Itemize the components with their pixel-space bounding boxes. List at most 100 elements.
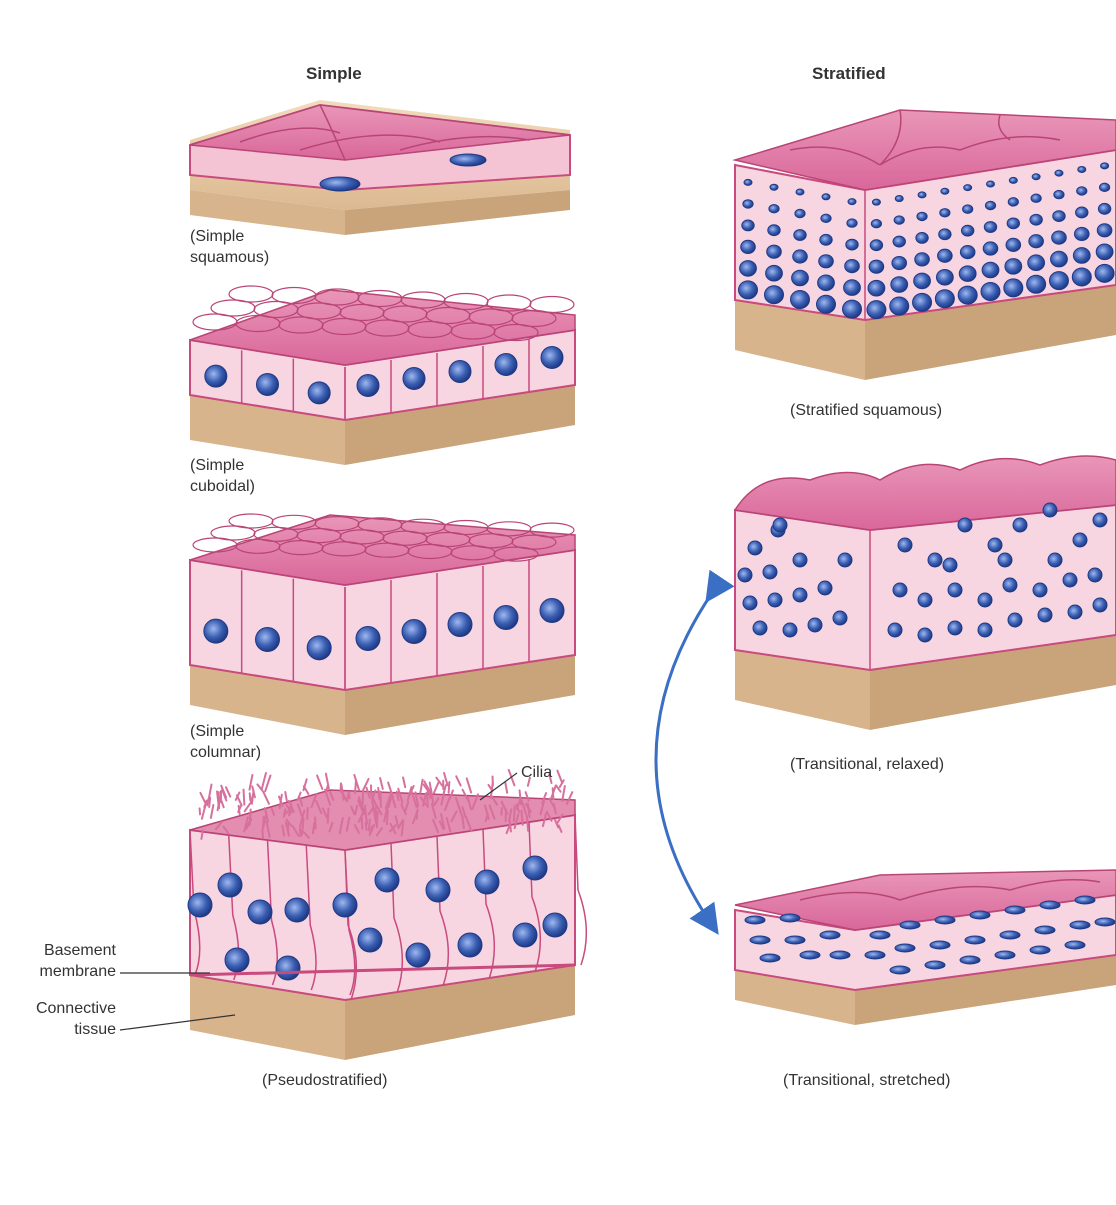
nucleus <box>995 951 1015 959</box>
nucleus <box>935 916 955 924</box>
nucleus <box>356 627 380 651</box>
nucleus <box>1055 170 1063 176</box>
nucleus <box>796 189 804 195</box>
nucleus <box>743 200 753 208</box>
nucleus <box>868 280 885 296</box>
nucleus <box>1095 918 1115 926</box>
cilium <box>250 810 251 826</box>
nucleus <box>218 873 242 897</box>
basement-membrane-label: Basement membrane <box>10 940 116 982</box>
nucleus <box>965 936 985 944</box>
cilium <box>317 776 322 789</box>
nucleus <box>333 893 357 917</box>
nucleus <box>982 262 999 278</box>
nucleus <box>791 291 810 309</box>
nucleus <box>753 621 767 635</box>
nucleus <box>1032 174 1040 180</box>
nucleus <box>256 628 280 652</box>
caption-transitional-stretched: (Transitional, stretched) <box>783 1070 950 1091</box>
nucleus <box>978 623 992 637</box>
simple-header: Simple <box>306 64 362 84</box>
nucleus <box>846 239 858 250</box>
cilium <box>362 818 363 828</box>
nucleus <box>818 581 832 595</box>
nucleus <box>891 277 908 293</box>
nucleus <box>426 878 450 902</box>
cilium <box>449 782 450 793</box>
nucleus <box>773 518 787 532</box>
nucleus <box>743 596 757 610</box>
cilium <box>378 788 379 799</box>
nucleus <box>820 931 840 939</box>
cilium <box>527 815 528 830</box>
cell-apex <box>530 297 574 313</box>
transition-arrow <box>656 593 712 925</box>
connective-tissue-label: Connective tissue <box>10 998 116 1040</box>
cilium <box>211 805 213 818</box>
nucleus <box>843 300 862 318</box>
nucleus <box>188 893 212 917</box>
nucleus <box>958 518 972 532</box>
nucleus <box>402 620 426 644</box>
caption-simple-cuboidal: (Simple cuboidal) <box>190 455 255 497</box>
cilium <box>380 778 383 789</box>
nucleus <box>1031 194 1041 202</box>
caption-simple-columnar: (Simple columnar) <box>190 721 261 763</box>
cilium <box>347 795 348 801</box>
nucleus <box>523 856 547 880</box>
cilium <box>262 773 266 789</box>
nucleus <box>769 205 779 213</box>
nucleus <box>894 216 904 224</box>
nucleus <box>817 295 836 313</box>
cilium <box>369 820 370 831</box>
nucleus <box>819 255 834 268</box>
nucleus <box>890 297 909 315</box>
cilium <box>420 780 422 793</box>
nucleus <box>938 249 953 262</box>
nucleus <box>780 914 800 922</box>
nucleus <box>741 240 756 253</box>
nucleus <box>918 628 932 642</box>
nucleus <box>285 898 309 922</box>
nucleus <box>988 538 1002 552</box>
nucleus <box>1068 605 1082 619</box>
nucleus <box>870 931 890 939</box>
cilium <box>226 787 230 796</box>
cilium <box>387 810 388 824</box>
nucleus <box>1078 166 1086 172</box>
nucleus <box>935 290 954 308</box>
nucleus <box>808 618 822 632</box>
nucleus <box>1007 218 1019 229</box>
nucleus <box>872 199 880 205</box>
nucleus <box>1077 187 1087 195</box>
nucleus <box>890 966 910 974</box>
cilium <box>521 811 522 825</box>
cilium <box>505 783 507 793</box>
nucleus <box>1101 163 1109 169</box>
cilium <box>200 793 205 802</box>
nucleus <box>978 593 992 607</box>
nucleus <box>963 205 973 213</box>
nucleus <box>1096 244 1113 260</box>
nucleus <box>276 956 300 980</box>
nucleus <box>821 214 831 222</box>
nucleus <box>1051 251 1068 267</box>
nucleus <box>925 961 945 969</box>
nucleus <box>961 225 973 236</box>
nucleus <box>870 240 882 251</box>
cilium <box>467 778 471 792</box>
nucleus <box>1053 211 1065 222</box>
simple-squamous-block <box>190 100 570 235</box>
transitional-stretched-block <box>735 870 1116 1025</box>
nucleus <box>205 365 227 387</box>
nucleus <box>948 583 962 597</box>
caption-stratified-squamous: (Stratified squamous) <box>790 400 942 421</box>
transitional-relaxed-block <box>735 456 1116 730</box>
cilium <box>265 776 270 792</box>
nucleus <box>793 553 807 567</box>
nucleus <box>358 928 382 952</box>
pseudostratified-block <box>188 770 586 1060</box>
nucleus <box>307 636 331 660</box>
nucleus <box>1073 533 1087 547</box>
